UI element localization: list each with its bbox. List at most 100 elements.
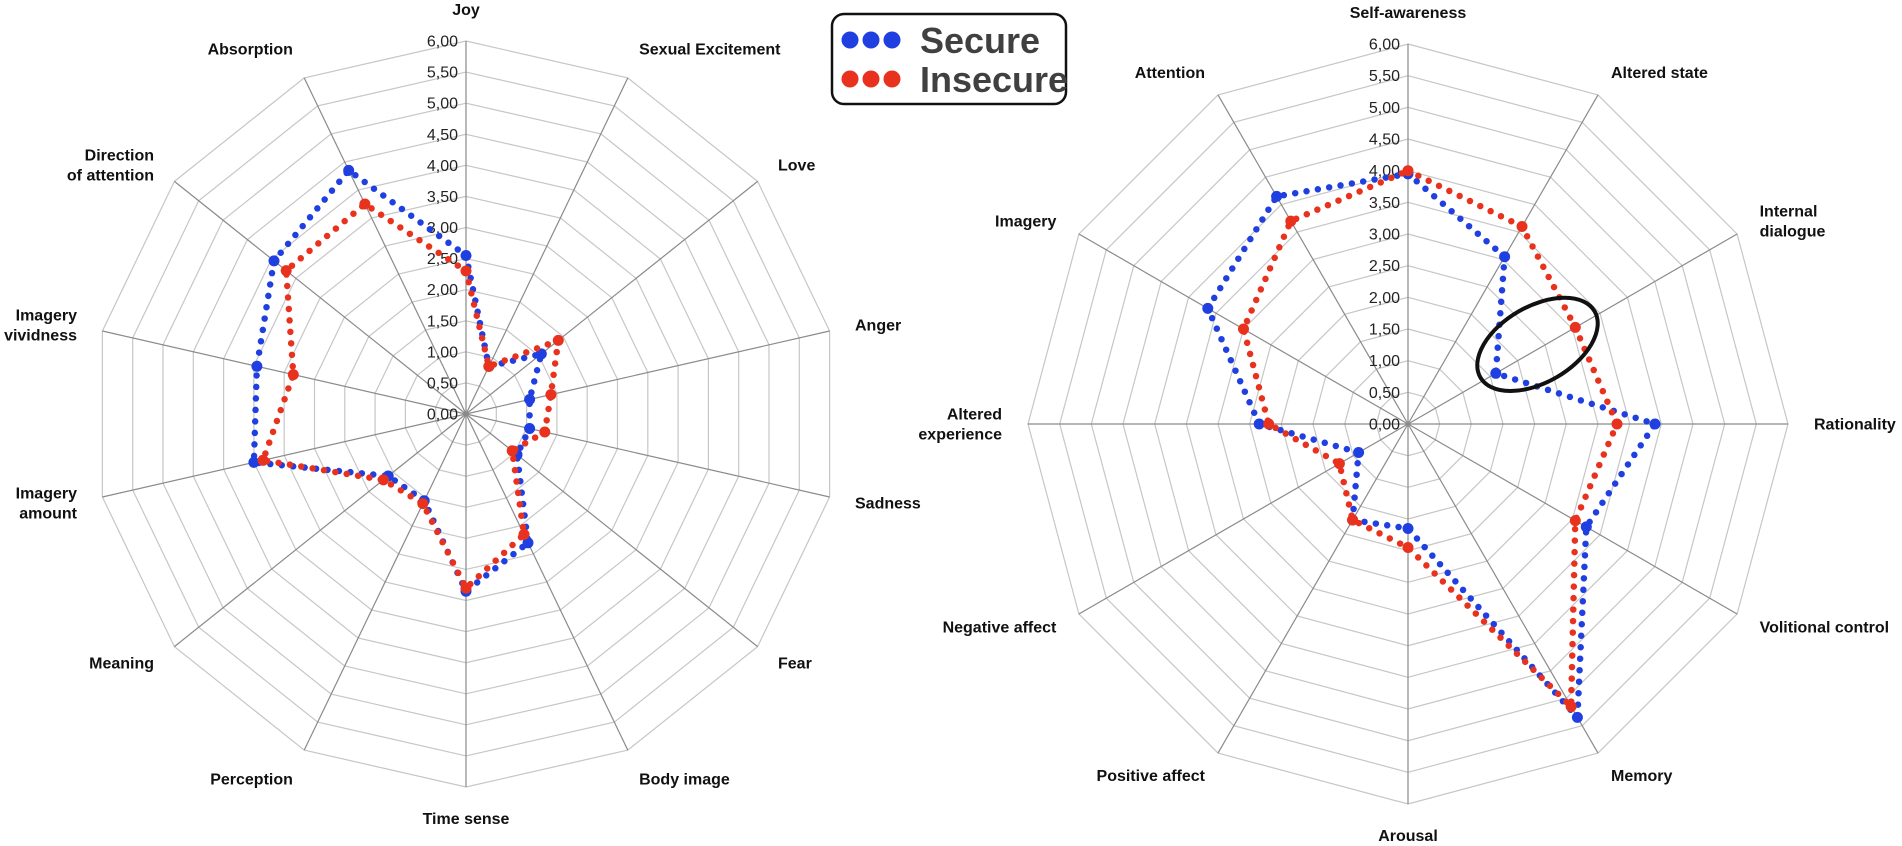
- series-line: [250, 165, 546, 597]
- axis-label-line: Self-awareness: [1350, 5, 1467, 22]
- axis-label: Internal dialogue: [1760, 204, 1826, 241]
- data-point: [522, 537, 534, 549]
- axis-label-line: Volitional control: [1760, 620, 1889, 637]
- data-point: [506, 445, 518, 457]
- data-point: [417, 498, 429, 510]
- axis-spoke: [174, 180, 467, 415]
- legend-marker: [841, 31, 859, 49]
- tick-label: 1,50: [427, 313, 458, 330]
- tick-label: 1,00: [1369, 353, 1400, 370]
- tick-label: 3,00: [427, 220, 458, 237]
- axis-label: Rationality: [1814, 417, 1896, 434]
- legend-label-secure: Secure: [920, 20, 1040, 61]
- data-point: [1271, 190, 1283, 202]
- axis-label: Fear: [778, 655, 812, 672]
- data-point: [280, 265, 292, 277]
- tick-label: 1,00: [427, 344, 458, 361]
- tick-label: 4,00: [427, 158, 458, 175]
- tick-label: 5,50: [1369, 68, 1400, 85]
- data-point: [1253, 418, 1265, 430]
- data-point: [1402, 523, 1414, 534]
- axis-spoke: [303, 413, 467, 751]
- tick-label: 2,00: [427, 282, 458, 299]
- axis-label-line: Fear: [778, 655, 812, 672]
- series-insecure: [1238, 165, 1623, 715]
- tick-label: 0,50: [427, 375, 458, 392]
- tick-label: 1,50: [1369, 322, 1400, 339]
- axis-spoke: [465, 180, 758, 415]
- axis-label: Meaning: [89, 655, 154, 672]
- data-point: [1571, 711, 1583, 723]
- data-point: [460, 582, 472, 594]
- axis-label: Body image: [639, 772, 730, 789]
- data-point: [1238, 323, 1249, 335]
- axis-label: Love: [778, 158, 815, 175]
- tick-label: 3,00: [1369, 227, 1400, 244]
- axis-label: Sexual Excitement: [639, 42, 781, 59]
- tick-label: 4,50: [427, 127, 458, 144]
- axis-label-line: Imagery: [16, 308, 77, 325]
- data-point: [257, 454, 269, 466]
- axis-label-line: Love: [778, 158, 815, 175]
- axis-label-line: Altered: [947, 407, 1002, 424]
- axis-label: Attention: [1135, 65, 1205, 82]
- data-point: [552, 334, 564, 346]
- data-point: [518, 528, 530, 540]
- axis-label: Volitional control: [1760, 620, 1889, 637]
- data-point: [377, 474, 389, 486]
- data-point: [1611, 418, 1623, 430]
- legend-marker: [841, 70, 859, 88]
- legend-marker: [883, 31, 901, 49]
- data-point: [1202, 302, 1214, 314]
- tick-labels: 0,000,501,001,502,002,503,003,504,004,50…: [427, 34, 458, 424]
- axis-label: Absorption: [208, 42, 293, 59]
- data-point: [1490, 367, 1502, 379]
- data-point: [460, 265, 472, 277]
- axis-label-line: Altered state: [1611, 65, 1708, 82]
- axis-label: Imagery: [995, 214, 1056, 231]
- axis-label-line: Imagery: [16, 485, 77, 502]
- axis-spoke: [1217, 423, 1409, 754]
- tick-label: 0,00: [427, 407, 458, 424]
- radar-grid: [1027, 43, 1789, 805]
- data-point: [1569, 321, 1581, 333]
- data-point: [545, 389, 557, 401]
- axis-spoke: [1407, 423, 1599, 754]
- axis-label-line: dialogue: [1760, 224, 1826, 241]
- axis-label: Self-awareness: [1350, 5, 1467, 22]
- axis-label-line: Positive affect: [1097, 768, 1206, 785]
- axis-label-line: Attention: [1135, 65, 1205, 82]
- axis-label-line: Absorption: [208, 42, 293, 59]
- series-insecure: [257, 198, 564, 594]
- data-point: [1649, 418, 1661, 430]
- axis-label: Anger: [855, 318, 901, 335]
- axis-label: Joy: [452, 2, 480, 19]
- axis-label-line: Rationality: [1814, 417, 1896, 434]
- data-point: [248, 456, 260, 468]
- data-point: [1569, 515, 1581, 527]
- axis-label: Altered state: [1611, 65, 1708, 82]
- tick-label: 5,00: [427, 96, 458, 113]
- axis-label: Arousal: [1378, 828, 1438, 845]
- axis-label-line: Internal: [1760, 204, 1818, 221]
- axis-spoke: [465, 413, 629, 751]
- data-point: [483, 360, 495, 372]
- data-point: [1580, 521, 1592, 533]
- tick-label: 5,00: [1369, 100, 1400, 117]
- axis-label-line: Time sense: [423, 811, 510, 828]
- tick-label: 6,00: [1369, 37, 1400, 54]
- radar-chart-left: 0,000,501,001,502,002,503,003,504,004,50…: [4, 2, 921, 828]
- axis-label-line: Sexual Excitement: [639, 42, 781, 59]
- data-point: [268, 255, 280, 267]
- radar-grid: [101, 40, 831, 788]
- axis-label-line: Imagery: [995, 214, 1056, 231]
- data-point: [460, 250, 472, 261]
- axis-label-line: Arousal: [1378, 828, 1438, 845]
- data-point: [1499, 251, 1511, 263]
